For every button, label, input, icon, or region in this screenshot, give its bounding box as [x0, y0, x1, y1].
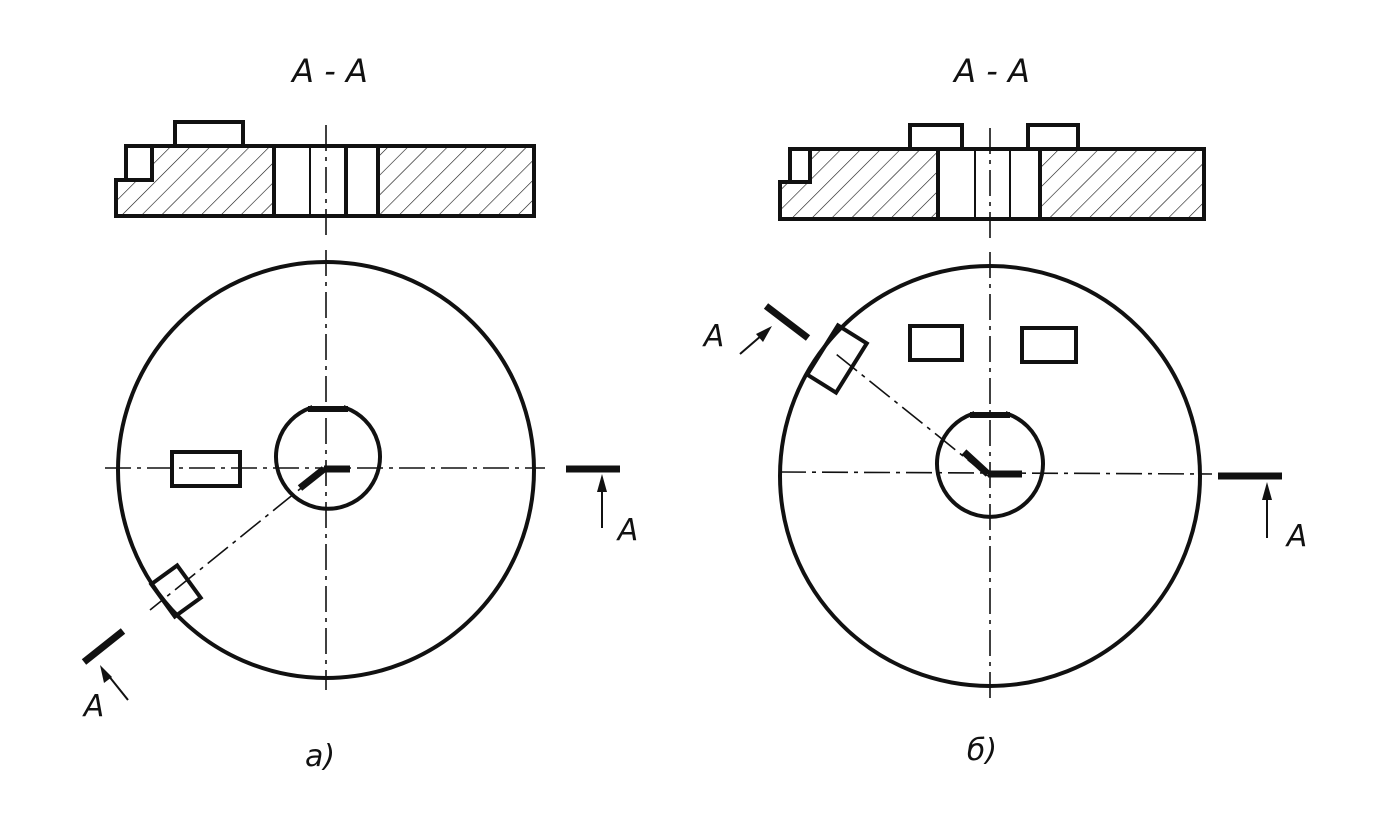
section-b-right-material: [1038, 147, 1206, 221]
plan-b-cut-label-left: А: [702, 319, 725, 354]
plan-a-cut-stroke-center-d: [297, 466, 327, 491]
plan-a-slot: [170, 450, 242, 488]
plan-a-cut-path: [149, 467, 327, 611]
plan-b-disc-outline: [778, 264, 1202, 688]
section-b-rim-notch: [788, 147, 812, 184]
plan-a-bore-outline: [274, 405, 382, 511]
section-view-b: [778, 123, 1206, 242]
figure-a: А - А: [82, 52, 639, 774]
plan-b-arrow-left-head: [756, 326, 772, 342]
plan-a-cut-label-right: А: [616, 513, 639, 548]
plan-b-cut-stroke-center-d: [961, 449, 991, 477]
plan-b-cut-label-right: А: [1285, 519, 1308, 554]
plan-b-arrow-right-head: [1262, 482, 1272, 500]
plan-a-keyway: [308, 406, 348, 410]
plan-a-cut-marker-left: [81, 628, 126, 665]
plan-a-arrow-left-shaft: [107, 674, 129, 701]
plan-a-arrow-left-head: [100, 665, 112, 683]
section-title-b: А - А: [952, 52, 1030, 90]
caption-a: а): [305, 739, 335, 774]
plan-a-cut-label-left: А: [82, 689, 105, 724]
section-a-key-boss: [173, 120, 245, 148]
figure-b: А - А: [702, 52, 1308, 768]
plan-b-keyway: [970, 412, 1010, 416]
plan-view-b: А А: [702, 252, 1308, 698]
plan-a-rim-notch: [148, 562, 204, 620]
plan-b-cut-path: [835, 353, 989, 477]
plan-view-a: А А: [81, 250, 639, 724]
plan-b-bore-outline: [935, 411, 1045, 519]
section-a-rim-notch: [124, 144, 154, 182]
plan-b-slot-left: [908, 324, 964, 362]
plan-b-rim-notch: [804, 322, 870, 396]
caption-b: б): [967, 733, 997, 768]
plan-b-cut-marker-left: [763, 303, 811, 341]
section-title-a: А - А: [290, 52, 368, 90]
section-b-boss-left: [908, 123, 964, 151]
section-a-right-material: [376, 144, 536, 218]
plan-b-slot-right: [1020, 326, 1078, 364]
section-b-bore: [936, 147, 1042, 221]
section-b-boss-right: [1026, 123, 1080, 151]
plan-a-disc-outline: [116, 260, 536, 680]
plan-a-arrow-right-head: [597, 474, 607, 492]
section-view-a: [114, 120, 536, 240]
plan-b-arrow-left-shaft: [739, 334, 763, 355]
